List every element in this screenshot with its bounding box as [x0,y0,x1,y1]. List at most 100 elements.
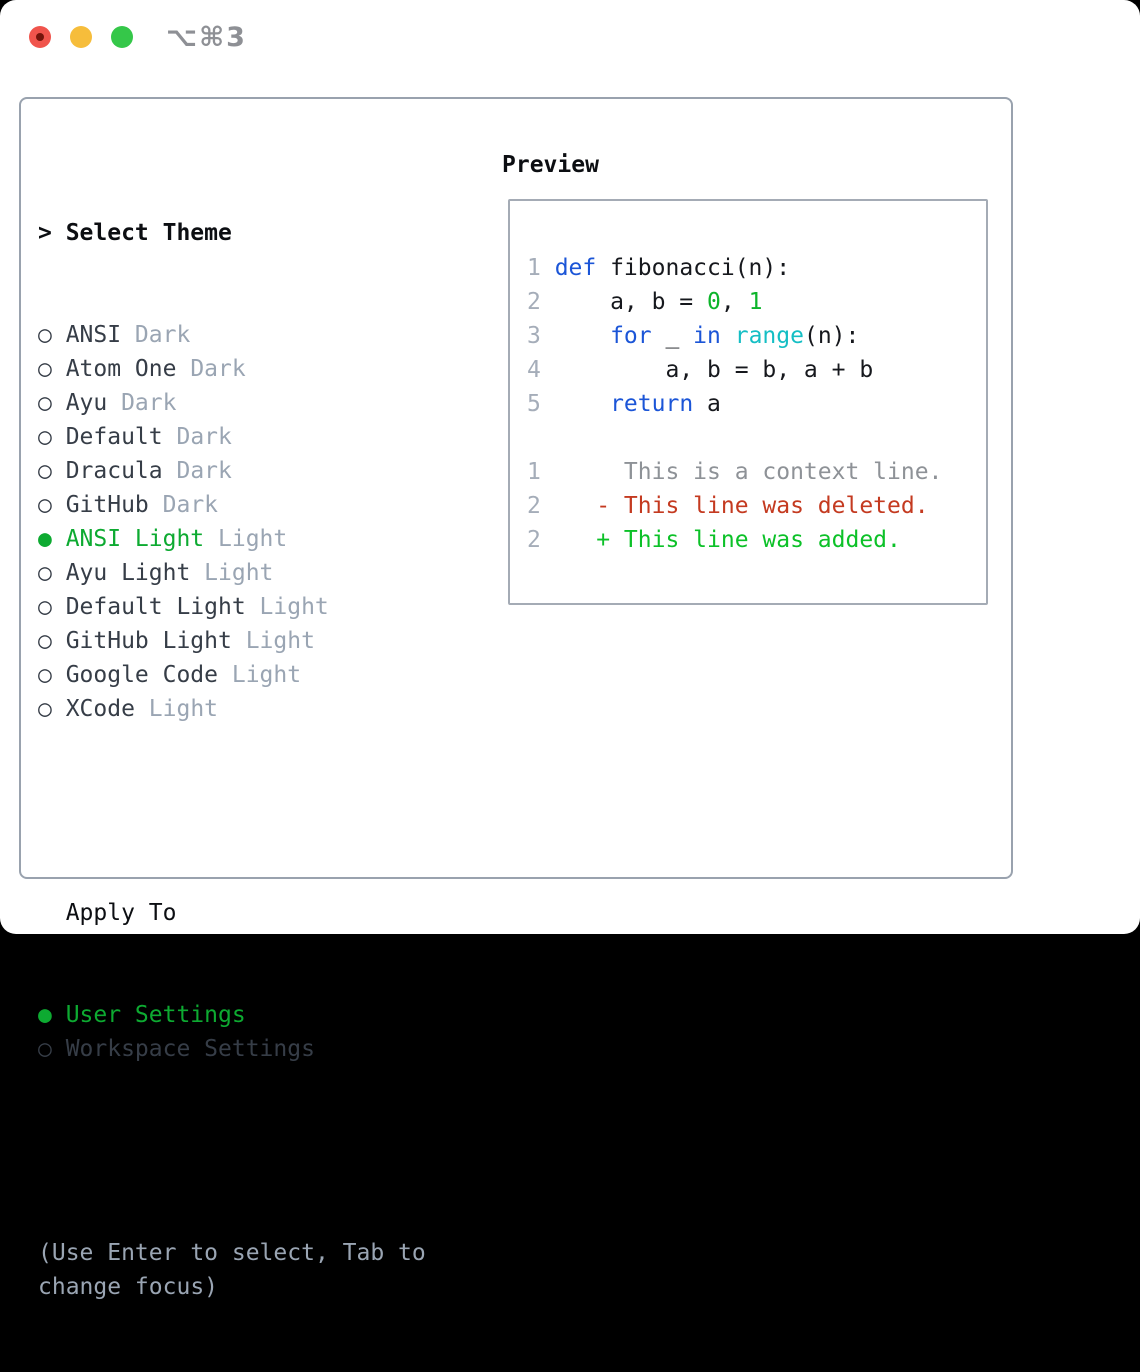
unselected-radio-icon: ○ [38,624,66,658]
line-number: 1 [527,455,555,489]
option-label: Ayu [66,390,108,416]
theme-option[interactable]: ○XCode Light [38,692,426,726]
code-token: , [721,289,749,315]
option-label: Google Code [66,662,218,688]
option-label: Ayu Light [66,560,191,586]
unselected-radio-icon: ○ [38,488,66,522]
window-title: ⌥⌘3 [166,22,247,53]
line-number: 1 [527,251,555,285]
option-label: Dracula [66,458,163,484]
unselected-radio-icon: ○ [38,454,66,488]
theme-option[interactable]: ○Atom One Dark [38,352,426,386]
option-label: GitHub [66,492,149,518]
theme-option[interactable]: ○GitHub Light Light [38,624,426,658]
unselected-radio-icon: ○ [38,692,66,726]
preview-line: 2 + This line was added. [527,523,986,557]
preview-line: 5 return a [527,387,986,421]
option-variant-label: Light [246,628,315,654]
preview-line: 3 for _ in range(n): [527,319,986,353]
code-token: - This line was deleted. [555,493,929,519]
option-variant-label: Dark [121,390,176,416]
code-token [721,323,735,349]
theme-option[interactable]: ○ANSI Dark [38,318,426,352]
code-token: a [693,391,721,417]
unselected-radio-icon: ○ [38,1032,66,1066]
option-variant-label: Dark [163,492,218,518]
theme-option[interactable]: ○Ayu Dark [38,386,426,420]
code-token: for [610,323,652,349]
select-theme-title: Select Theme [66,220,232,246]
option-variant-label: Light [232,662,301,688]
option-label: XCode [66,696,135,722]
preview-line: 2 a, b = 0, 1 [527,285,986,319]
option-variant-label: Light [149,696,218,722]
code-token: in [693,323,721,349]
option-variant-label: Dark [190,356,245,382]
code-token: 0 [707,289,721,315]
code-token: This is a context line. [555,459,943,485]
keyboard-hint: (Use Enter to select, Tab to change focu… [38,1236,426,1304]
unselected-radio-icon: ○ [38,318,66,352]
unselected-radio-icon: ○ [38,420,66,454]
unselected-radio-icon: ○ [38,590,66,624]
selected-radio-icon: ● [38,522,66,556]
code-token: _ [652,323,694,349]
theme-option[interactable]: ○Default Dark [38,420,426,454]
option-variant-label: Light [260,594,329,620]
option-label: User Settings [66,1002,246,1028]
titlebar: ⌥⌘3 [29,26,247,48]
zoom-button-icon[interactable] [111,26,133,48]
theme-option[interactable]: ○GitHub Dark [38,488,426,522]
option-label: GitHub Light [66,628,232,654]
option-label: Workspace Settings [66,1036,315,1062]
code-token: fibonacci(n): [596,255,790,281]
code-token [555,323,610,349]
theme-option[interactable]: ○Default Light Light [38,590,426,624]
minimize-button-icon[interactable] [70,26,92,48]
code-token: a, b = b, a + b [555,357,874,383]
option-label: ANSI [66,322,121,348]
option-variant-label: Dark [135,322,190,348]
code-token: a, b = [555,289,707,315]
focus-caret-icon: > [38,216,66,250]
apply-to-option[interactable]: ○Workspace Settings [38,1032,426,1066]
preview-title: Preview [502,148,599,182]
option-label: Default Light [66,594,246,620]
option-variant-label: Dark [176,424,231,450]
line-number: 3 [527,319,555,353]
unselected-radio-icon: ○ [38,386,66,420]
apply-to-list: ●User Settings○Workspace Settings [38,998,426,1066]
preview-line: 1 This is a context line. [527,455,986,489]
line-number: 5 [527,387,555,421]
spacer [38,794,426,828]
spacer [38,1134,426,1168]
option-label: Atom One [66,356,177,382]
diff-preview: 1 This is a context line.2 - This line w… [527,455,986,557]
apply-to-option[interactable]: ●User Settings [38,998,426,1032]
close-button-icon[interactable] [29,26,51,48]
code-token: range [735,323,804,349]
code-token: 1 [749,289,763,315]
line-number: 2 [527,523,555,557]
option-label: Default [66,424,163,450]
code-token: (n): [804,323,859,349]
code-token: return [610,391,693,417]
code-token: def [555,255,597,281]
code-token: + This line was added. [555,527,901,553]
preview-line: 2 - This line was deleted. [527,489,986,523]
unselected-radio-icon: ○ [38,556,66,590]
select-theme-header: >Select Theme [38,216,426,250]
selected-radio-icon: ● [38,998,66,1032]
unselected-radio-icon: ○ [38,352,66,386]
option-label: ANSI Light [66,526,204,552]
